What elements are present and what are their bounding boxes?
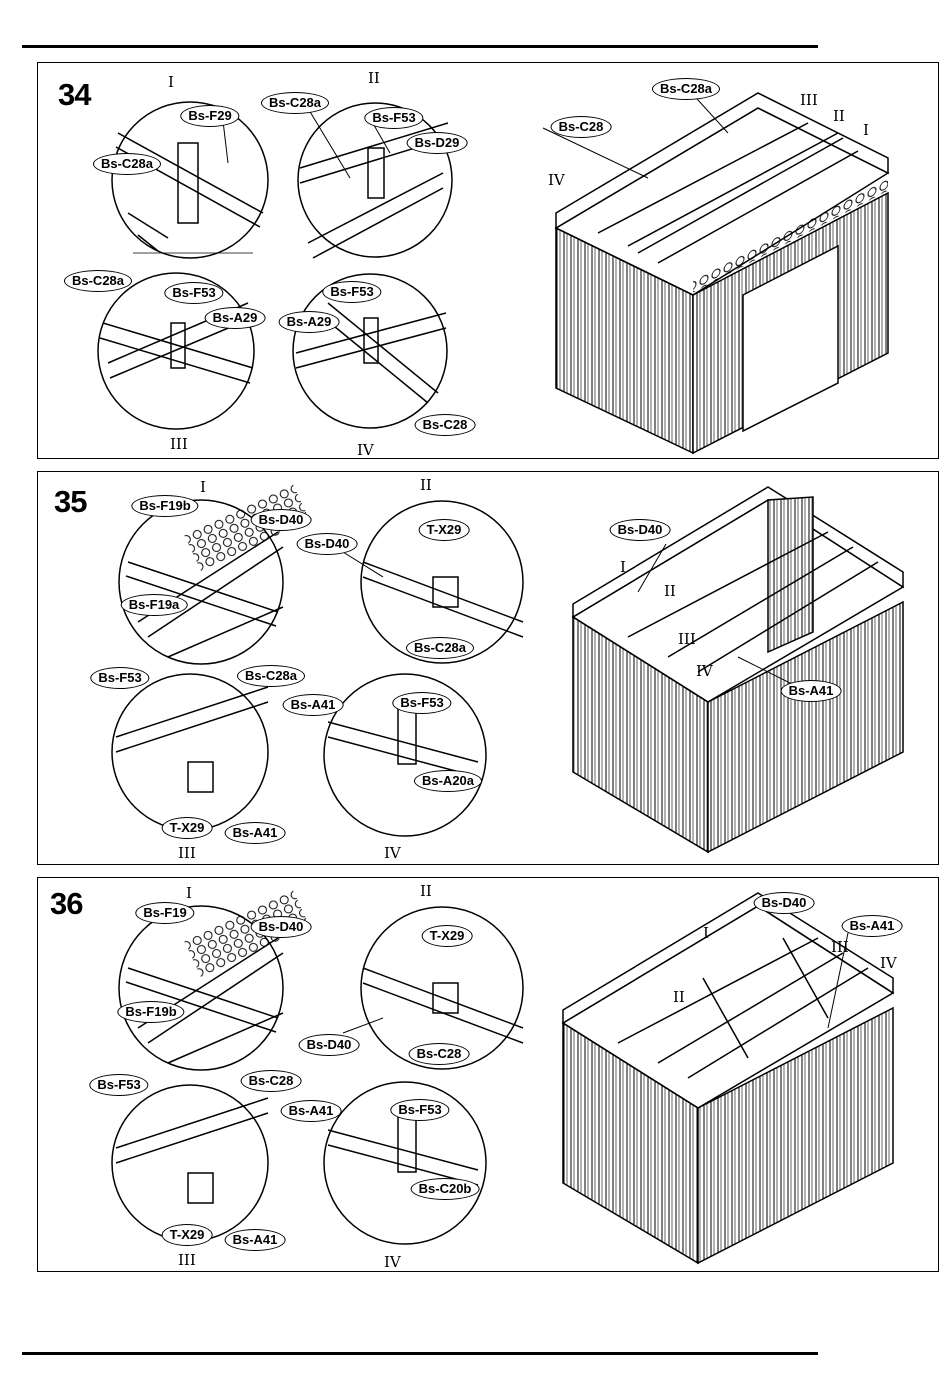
step-35-illustration <box>111 484 905 854</box>
part-label: Bs-F53 <box>322 281 382 303</box>
part-label: Bs-F29 <box>180 105 240 127</box>
roman-label: II <box>664 582 676 600</box>
part-label: Bs-F53 <box>164 282 224 304</box>
roman-label: III <box>178 1251 196 1269</box>
part-label: Bs-F19b <box>117 1001 185 1023</box>
detail-III <box>111 673 269 831</box>
part-label: Bs-F19b <box>131 495 199 517</box>
detail-II <box>360 906 524 1070</box>
part-label: Bs-D40 <box>609 519 671 541</box>
bottom-rule <box>22 1352 818 1355</box>
part-label: Bs-D40 <box>250 509 312 531</box>
roman-label: IV <box>384 1253 401 1271</box>
roman-label: II <box>420 882 432 900</box>
part-label: Bs-C28a <box>405 637 475 659</box>
part-label: Bs-A41 <box>282 694 344 716</box>
roman-label: II <box>420 476 432 494</box>
roman-label: I <box>200 478 206 496</box>
part-label: Bs-D40 <box>296 533 358 555</box>
part-label: Bs-A20a <box>413 770 483 792</box>
shed-35 <box>571 486 905 854</box>
roman-label: II <box>673 988 685 1006</box>
part-label: Bs-C28 <box>408 1043 470 1065</box>
roman-label: III <box>170 435 188 453</box>
roman-label: I <box>186 884 192 902</box>
roman-label: III <box>678 630 696 648</box>
roman-label: IV <box>384 844 401 862</box>
part-label: Bs-D40 <box>753 892 815 914</box>
part-label: Bs-F53 <box>390 1099 450 1121</box>
part-label: Bs-C28a <box>651 78 721 100</box>
part-label: Bs-C28 <box>414 414 476 436</box>
top-rule <box>22 45 818 48</box>
part-label: Bs-C28 <box>550 116 612 138</box>
step-36-panel: 36 I II III IV I II III IV Bs-F19 Bs-D40… <box>37 877 939 1272</box>
roman-label: II <box>833 107 845 125</box>
roman-label: IV <box>880 954 897 972</box>
part-label: Bs-C28a <box>63 270 133 292</box>
step-number: 35 <box>54 484 87 519</box>
roman-label: IV <box>548 171 565 189</box>
part-label: Bs-F19a <box>120 594 188 616</box>
part-label: Bs-A41 <box>280 1100 342 1122</box>
step-34-illustration <box>97 88 890 455</box>
step-36-illustration <box>111 890 895 1265</box>
part-label: Bs-F53 <box>392 692 452 714</box>
shed-34 <box>554 92 890 455</box>
detail-I <box>118 484 310 665</box>
part-label: Bs-D40 <box>298 1034 360 1056</box>
part-label: Bs-C28a <box>236 665 306 687</box>
step-number: 36 <box>50 886 83 921</box>
part-label: T-X29 <box>161 1224 213 1246</box>
part-label: T-X29 <box>421 925 473 947</box>
part-label: Bs-F53 <box>89 1074 149 1096</box>
part-label: Bs-F53 <box>364 107 424 129</box>
roman-label: III <box>800 91 818 109</box>
detail-I <box>111 101 269 259</box>
detail-II <box>360 500 524 664</box>
part-label: Bs-A41 <box>780 680 842 702</box>
roman-label: I <box>863 121 869 139</box>
roman-label: III <box>178 844 196 862</box>
detail-III <box>111 1084 269 1242</box>
shed-36 <box>561 892 895 1265</box>
detail-IV <box>323 1081 487 1245</box>
roman-label: III <box>831 938 849 956</box>
part-label: Bs-F53 <box>90 667 150 689</box>
part-label: Bs-A29 <box>278 311 340 333</box>
roman-label: IV <box>357 441 374 459</box>
part-label: Bs-F19 <box>135 902 195 924</box>
part-label: Bs-A41 <box>224 1229 286 1251</box>
part-label: Bs-A29 <box>204 307 266 329</box>
part-label: Bs-C28a <box>260 92 330 114</box>
part-label: Bs-A41 <box>841 915 903 937</box>
roman-label: IV <box>696 662 713 680</box>
roman-label: I <box>703 924 709 942</box>
part-label: Bs-A41 <box>224 822 286 844</box>
leaders-36 <box>342 932 849 1034</box>
part-label: Bs-C28a <box>92 153 162 175</box>
part-label: T-X29 <box>161 817 213 839</box>
part-label: T-X29 <box>418 519 470 541</box>
part-label: Bs-C28 <box>240 1070 302 1092</box>
part-label: Bs-D40 <box>250 916 312 938</box>
step-35-panel: 35 I II III IV I II III IV Bs-F19b Bs-D4… <box>37 471 939 865</box>
step-34-panel: 34 I II III IV III II I IV Bs-F29 Bs-C28… <box>37 62 939 459</box>
part-label: Bs-D29 <box>406 132 468 154</box>
step-number: 34 <box>58 77 91 112</box>
detail-IV <box>292 273 448 429</box>
roman-label: II <box>368 69 380 87</box>
roman-label: I <box>168 73 174 91</box>
roman-label: I <box>620 558 626 576</box>
part-label: Bs-C20b <box>410 1178 480 1200</box>
